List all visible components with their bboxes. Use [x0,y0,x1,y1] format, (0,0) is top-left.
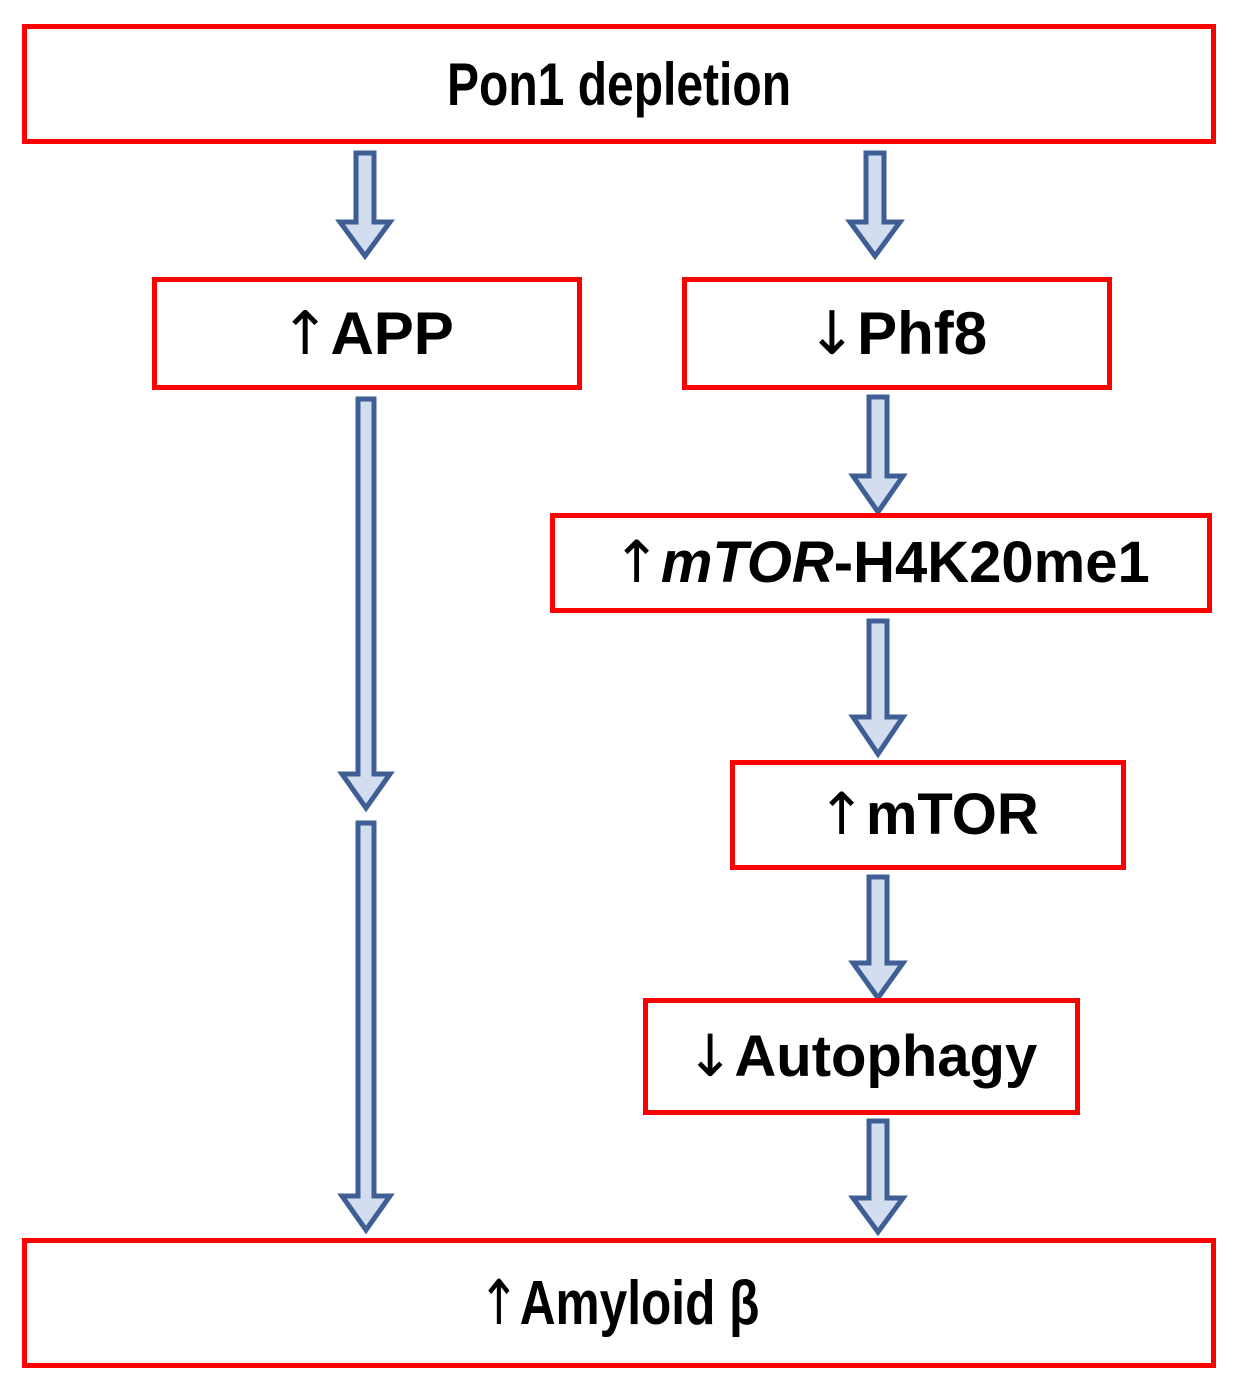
up-arrow-icon: ↑ [817,780,866,849]
edge-pon1-to-phf8 [845,150,905,260]
node-mtor-label: ↑mTOR [817,784,1039,846]
node-app[interactable]: ↑APP [152,277,582,390]
down-arrow-icon: ↓ [685,1021,735,1090]
node-mtor-h4k20me1-gene: mTOR [660,530,834,596]
node-phf8-text: Phf8 [857,299,988,367]
node-app-label: ↑APP [280,302,454,366]
edge-midpoint-to-amyloid [337,820,395,1234]
node-mtor[interactable]: ↑mTOR [730,760,1126,870]
node-mtor-h4k20me1[interactable]: ↑mTOR-H4K20me1 [550,513,1212,613]
down-arrow-icon: ↓ [806,298,858,369]
node-mtor-h4k20me1-mark: -H4K20me1 [833,530,1150,596]
up-arrow-icon: ↑ [478,1265,520,1339]
node-phf8[interactable]: ↓Phf8 [682,277,1112,390]
node-pon1-depletion-label: Pon1 depletion [446,50,792,118]
edge-pon1-to-app [335,150,395,260]
node-phf8-label: ↓Phf8 [807,302,987,366]
node-mtor-h4k20me1-label: ↑mTOR-H4K20me1 [612,532,1150,594]
node-autophagy[interactable]: ↓Autophagy [643,998,1080,1115]
node-autophagy-text: Autophagy [734,1023,1038,1089]
node-amyloid-beta[interactable]: ↑Amyloid β [22,1238,1216,1368]
up-arrow-icon: ↑ [280,298,331,369]
edge-app-to-midpoint [337,396,395,812]
edge-autophagy-to-amyloid [848,1118,908,1236]
edge-phf8-to-mtor-h4k20me1 [848,394,908,516]
node-app-text: APP [330,299,454,367]
node-autophagy-label: ↓Autophagy [686,1023,1038,1089]
edge-mtor-h4k20me1-to-mtor [848,618,908,758]
node-pon1-depletion[interactable]: Pon1 depletion [22,24,1216,144]
node-mtor-text: mTOR [865,782,1039,848]
up-arrow-icon: ↑ [612,528,661,597]
edge-mtor-to-autophagy [848,874,908,1002]
node-amyloid-beta-label: ↑Amyloid β [478,1270,759,1336]
node-amyloid-beta-text: Amyloid β [519,1268,760,1338]
